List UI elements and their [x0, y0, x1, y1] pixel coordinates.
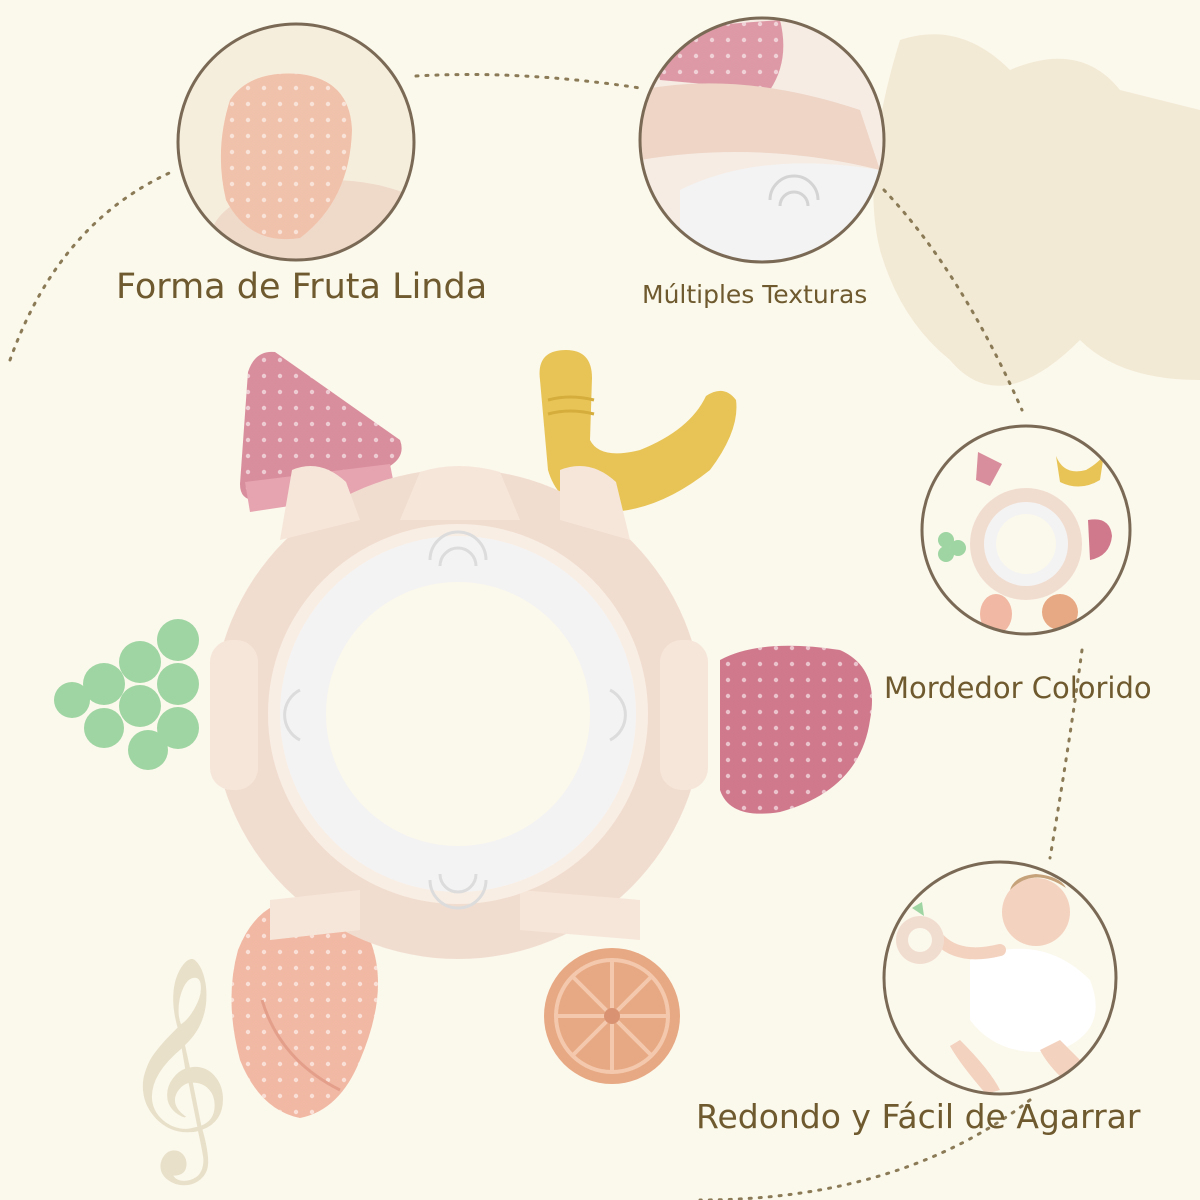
teether-ring	[210, 466, 708, 959]
dotted-guide-curve	[8, 73, 1084, 1200]
baby-holding-teether	[896, 874, 1110, 1094]
treble-clef-icon: 𝄞	[120, 954, 232, 1185]
feature-label-colorful: Mordedor Colorido	[884, 671, 1152, 705]
grapes-piece	[54, 619, 199, 770]
feature-circle-fruit	[176, 22, 416, 262]
peach-piece	[231, 900, 378, 1118]
feature-circle-colorful	[920, 424, 1132, 636]
feature-label-round-grip: Redondo y Fácil de Agarrar	[696, 1097, 1141, 1136]
feature-label-textures: Múltiples Texturas	[642, 280, 868, 309]
strawberry-piece	[720, 645, 872, 814]
feature-circle-round	[882, 860, 1118, 1096]
feature-label-fruit-shape: Forma de Fruta Linda	[116, 267, 488, 307]
main-teether	[54, 350, 872, 1118]
feature-circle-textures	[638, 16, 886, 264]
orange-slice-piece	[544, 948, 680, 1084]
teether-thumbnail	[938, 452, 1112, 634]
background-star-shape	[873, 34, 1200, 386]
